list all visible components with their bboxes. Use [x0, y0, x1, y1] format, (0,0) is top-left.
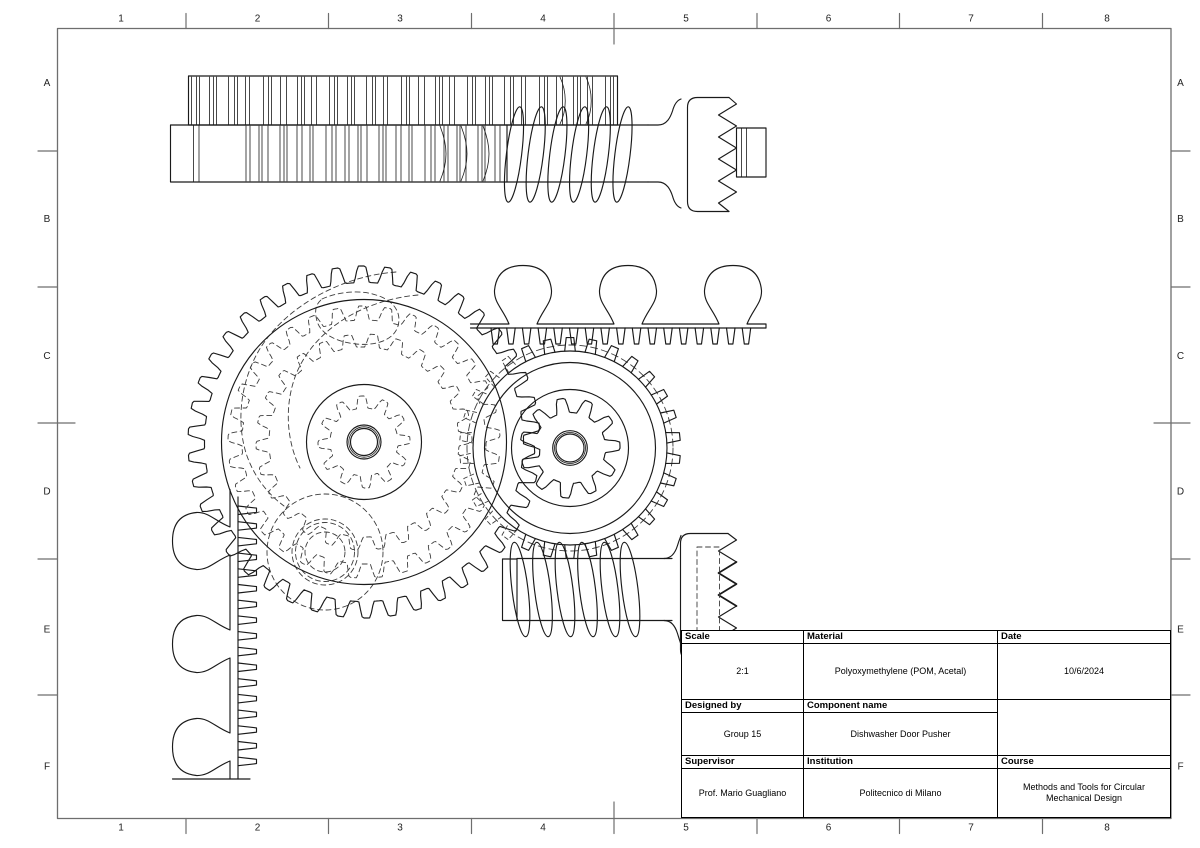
- titleblock-designed-by-label: Designed by: [682, 700, 804, 713]
- grid-col-label-top: 2: [255, 14, 261, 25]
- grid-col-label-top: 5: [683, 14, 689, 25]
- titleblock-course-label: Course: [998, 756, 1170, 769]
- grid-row-label-right: C: [1177, 351, 1184, 362]
- grid-col-label-bottom: 8: [1104, 823, 1110, 834]
- grid-col-label-top: 1: [118, 14, 124, 25]
- grid-col-label-top: 4: [540, 14, 546, 25]
- titleblock-component-name-value: Dishwasher Door Pusher: [804, 713, 998, 756]
- titleblock-material-label: Material: [804, 631, 998, 644]
- titleblock-date-value: 10/6/2024: [998, 644, 1170, 700]
- titleblock-institution-value: Politecnico di Milano: [804, 769, 998, 817]
- drawing-frame: [37, 12, 1191, 835]
- grid-col-label-bottom: 7: [968, 823, 974, 834]
- grid-col-label-bottom: 6: [826, 823, 832, 834]
- title-block: Scale Material Date 2:1 Polyoxymethylene…: [681, 630, 1171, 818]
- titleblock-designed-by-value: Group 15: [682, 713, 804, 756]
- grid-col-label-bottom: 4: [540, 823, 546, 834]
- titleblock-supervisor-value: Prof. Mario Guagliano: [682, 769, 804, 817]
- grid-row-label-right: F: [1177, 762, 1183, 773]
- grid-col-label-bottom: 1: [118, 823, 124, 834]
- titleblock-supervisor-label: Supervisor: [682, 756, 804, 769]
- titleblock-course-value: Methods and Tools for Circular Mechanica…: [1023, 782, 1145, 803]
- grid-col-label-top: 3: [397, 14, 403, 25]
- grid-row-label-left: F: [44, 762, 50, 773]
- titleblock-scale-label: Scale: [682, 631, 804, 644]
- grid-col-label-bottom: 5: [683, 823, 689, 834]
- titleblock-date-label: Date: [998, 631, 1170, 644]
- grid-col-label-top: 8: [1104, 14, 1110, 25]
- grid-row-label-left: D: [43, 487, 50, 498]
- grid-row-label-left: B: [44, 214, 51, 225]
- grid-row-label-left: A: [44, 78, 51, 89]
- grid-col-label-bottom: 3: [397, 823, 403, 834]
- titleblock-component-name-label: Component name: [804, 700, 998, 713]
- grid-row-label-right: D: [1177, 487, 1184, 498]
- grid-reference-labels: 1 2 3 4 5 6 7 8 1 2 3 4 5 6 7 8 A B C D …: [43, 14, 1184, 834]
- grid-row-label-left: E: [44, 625, 51, 636]
- grid-row-label-right: B: [1177, 214, 1184, 225]
- grid-row-label-left: C: [43, 351, 50, 362]
- worm-shaft-top-view: [169, 75, 767, 213]
- gear-train-front-view: [171, 264, 767, 780]
- grid-row-label-right: A: [1177, 78, 1184, 89]
- grid-row-label-right: E: [1177, 625, 1184, 636]
- titleblock-material-value: Polyoxymethylene (POM, Acetal): [804, 644, 998, 700]
- titleblock-empty-cell: [998, 700, 1170, 756]
- titleblock-scale-value: 2:1: [682, 644, 804, 700]
- grid-col-label-top: 6: [826, 14, 832, 25]
- titleblock-institution-label: Institution: [804, 756, 998, 769]
- grid-col-label-top: 7: [968, 14, 974, 25]
- grid-col-label-bottom: 2: [255, 823, 261, 834]
